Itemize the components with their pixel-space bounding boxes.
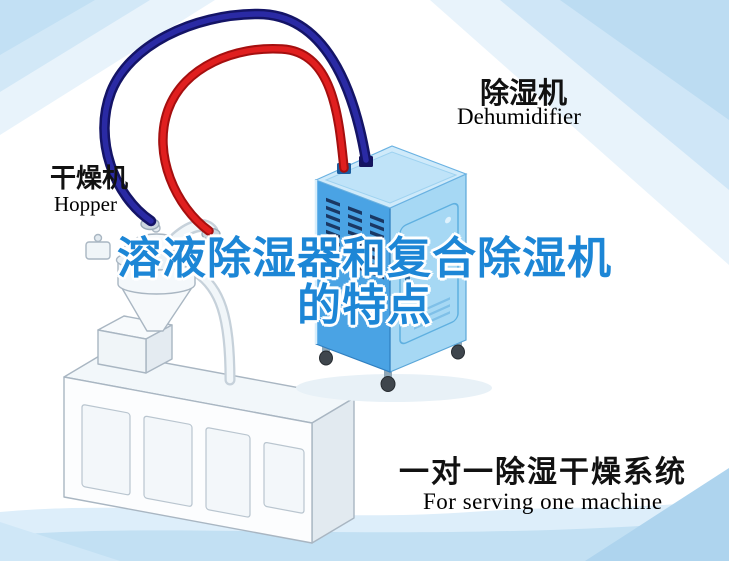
supply-hose-red: [160, 45, 347, 234]
main-title: 溶液除湿器和复合除湿机 的特点: [0, 234, 729, 330]
extruder-side-face: [311, 397, 355, 544]
extruder-gearbox: [97, 315, 173, 374]
dehumidifier-vent-grille: [326, 197, 384, 280]
door-handle: [405, 275, 410, 295]
door-indicator: [445, 216, 451, 224]
extruder-front-panels: [81, 404, 305, 518]
bottom-label-zh: 一对一除湿干燥系统: [399, 456, 687, 489]
bg-top-left-inner: [0, 0, 95, 55]
bg-bottom-wave-inner: [0, 520, 729, 561]
hopper-flange-ring: [115, 249, 198, 271]
hopper-pump: [85, 233, 111, 260]
extruder-machine: [63, 315, 355, 544]
main-title-line1: 溶液除湿器和复合除湿机: [117, 234, 612, 283]
bg-top-right-inner: [560, 0, 729, 120]
hopper-assembly: [85, 217, 236, 386]
bottom-label-en: For serving one machine: [423, 489, 663, 514]
hopper-label-zh: 干燥机: [50, 163, 129, 193]
hopper-label-en: Hopper: [54, 192, 117, 216]
hoses: [99, 8, 372, 236]
dehumidifier-door: [399, 202, 459, 345]
dehumidifier-label-zh: 除湿机: [480, 78, 568, 110]
dehumidifier-unit: [296, 145, 492, 402]
bg-bottom-left-corner: [0, 522, 120, 561]
return-hose-navy: [101, 11, 369, 224]
dehumidifier-label-en: Dehumidifier: [457, 104, 581, 129]
main-title-line2: 的特点: [297, 280, 432, 330]
bg-bottom-right-corner: [585, 468, 729, 561]
